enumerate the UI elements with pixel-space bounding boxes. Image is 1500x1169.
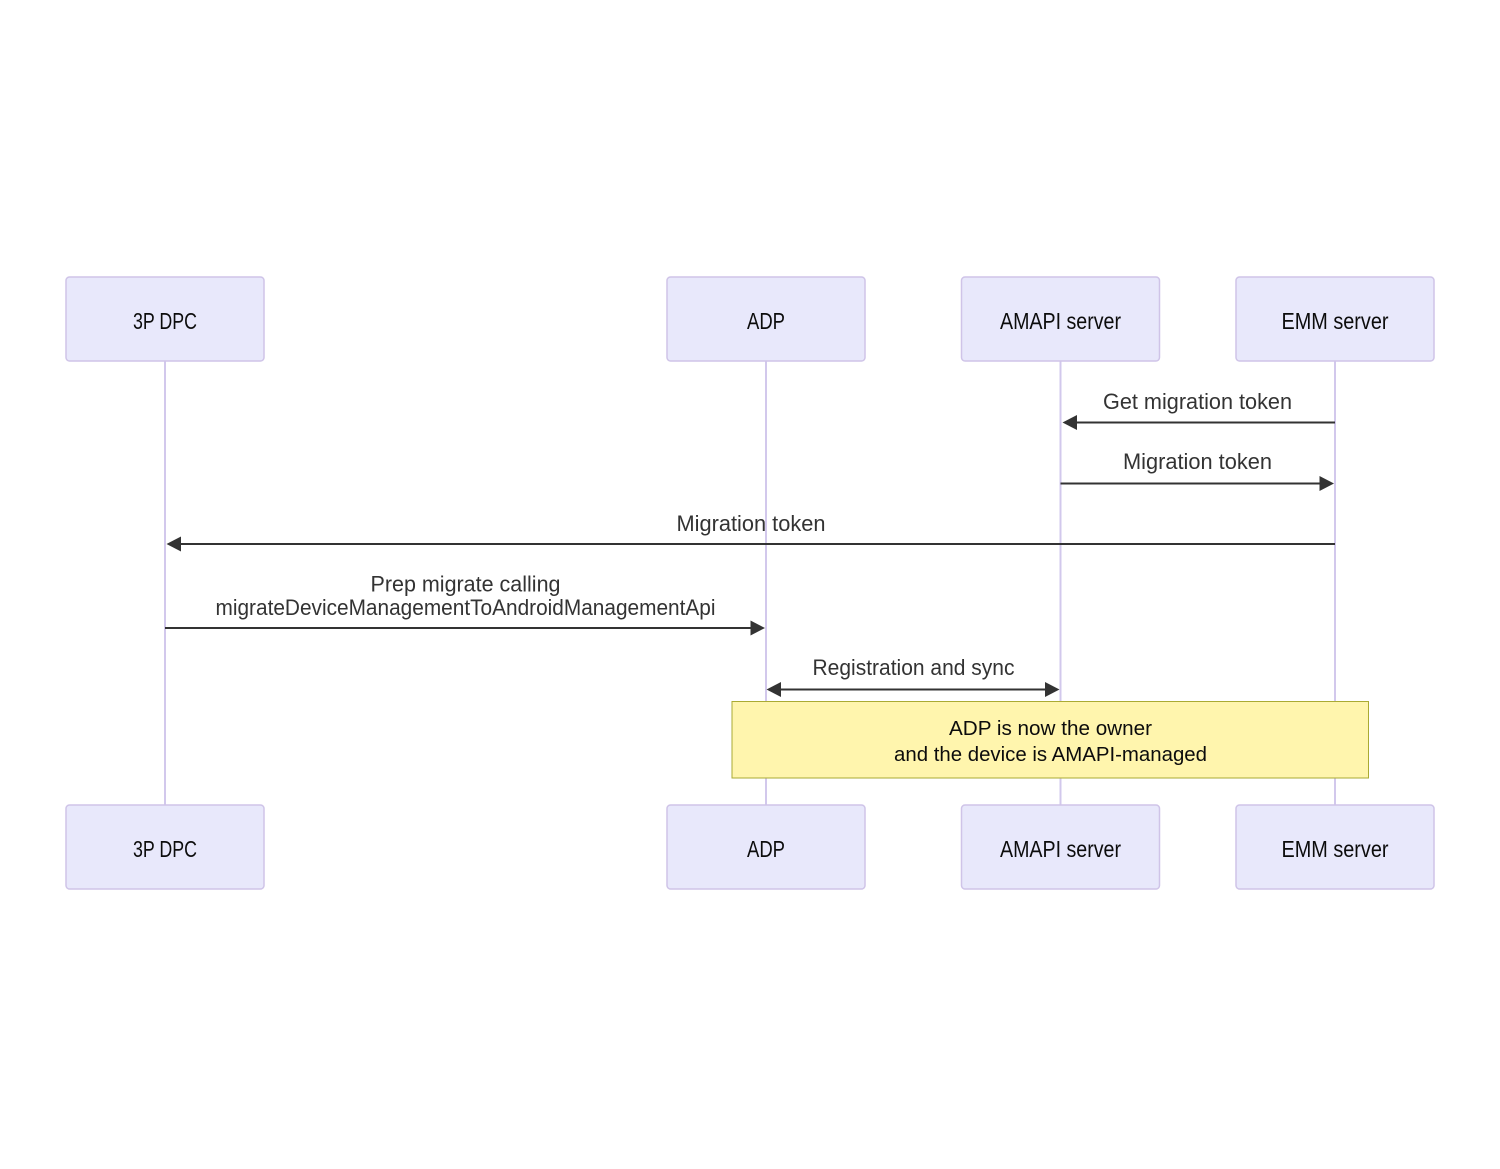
svg-text:Get migration token: Get migration token [1103, 389, 1292, 414]
svg-text:Migration token: Migration token [1123, 449, 1272, 474]
svg-text:3P DPC: 3P DPC [133, 308, 197, 334]
svg-text:and the device is AMAPI-manage: and the device is AMAPI-managed [894, 744, 1207, 766]
svg-text:3P DPC: 3P DPC [133, 836, 197, 862]
svg-text:Prep migrate calling: Prep migrate calling [371, 572, 561, 597]
svg-text:migrateDeviceManagementToAndro: migrateDeviceManagementToAndroidManageme… [216, 595, 716, 620]
svg-text:ADP: ADP [747, 836, 785, 862]
svg-text:AMAPI server: AMAPI server [1000, 308, 1121, 334]
svg-text:Registration and sync: Registration and sync [813, 655, 1015, 680]
svg-text:ADP is now the owner: ADP is now the owner [949, 718, 1152, 740]
svg-text:EMM server: EMM server [1282, 836, 1389, 862]
svg-text:ADP: ADP [747, 308, 785, 334]
svg-text:AMAPI server: AMAPI server [1000, 836, 1121, 862]
svg-text:Migration token: Migration token [677, 511, 826, 536]
svg-text:EMM server: EMM server [1282, 308, 1389, 334]
